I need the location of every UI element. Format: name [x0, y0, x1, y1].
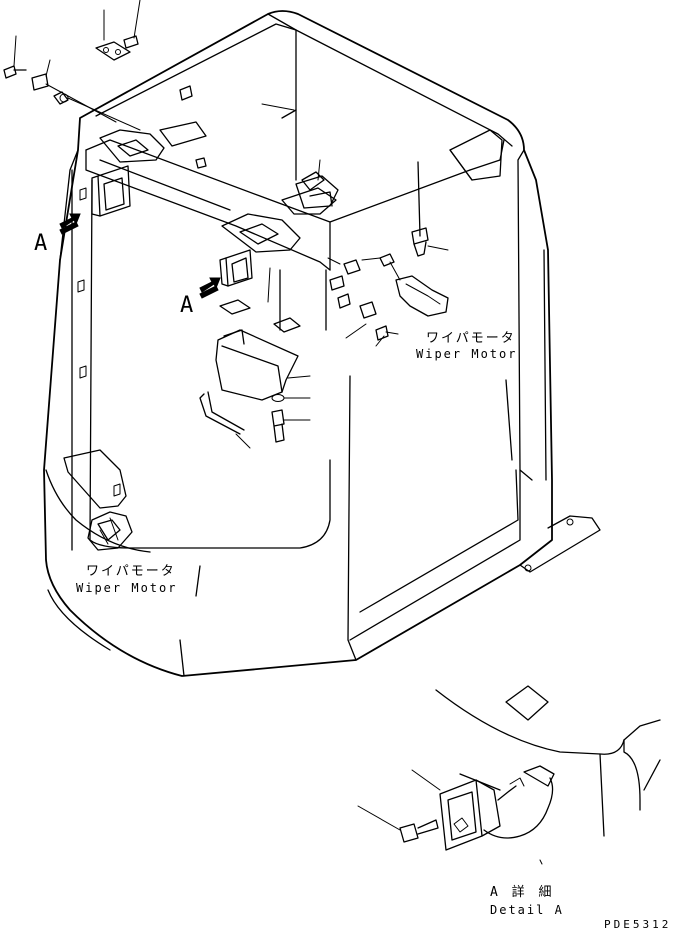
center-cover-parts: [199, 103, 321, 449]
detail-a-title-jp: A 詳 細: [490, 884, 554, 900]
wiper-motor-right-en: Wiper Motor: [416, 347, 517, 361]
wiper-motor-right-jp: ワイパモータ: [426, 331, 516, 346]
drawing-number: PDE5312: [604, 918, 671, 930]
header-parts: [77, 85, 339, 497]
cab-body: [43, 10, 601, 677]
view-arrow-lower: [199, 277, 221, 299]
view-marker-a-upper: A: [34, 231, 47, 256]
view-arrow-upper: [59, 213, 81, 235]
wiper-motor-left-en: Wiper Motor: [76, 581, 177, 595]
upper-fasteners: [3, 0, 141, 131]
right-wiper-motor-parts: [327, 161, 449, 347]
view-marker-a-lower: A: [180, 293, 193, 318]
left-wiper-motor-parts: [63, 449, 133, 551]
wiper-motor-left-jp: ワイパモータ: [86, 564, 176, 579]
detail-a-title-en: Detail A: [490, 903, 564, 917]
detail-a-drawing: [357, 685, 661, 865]
